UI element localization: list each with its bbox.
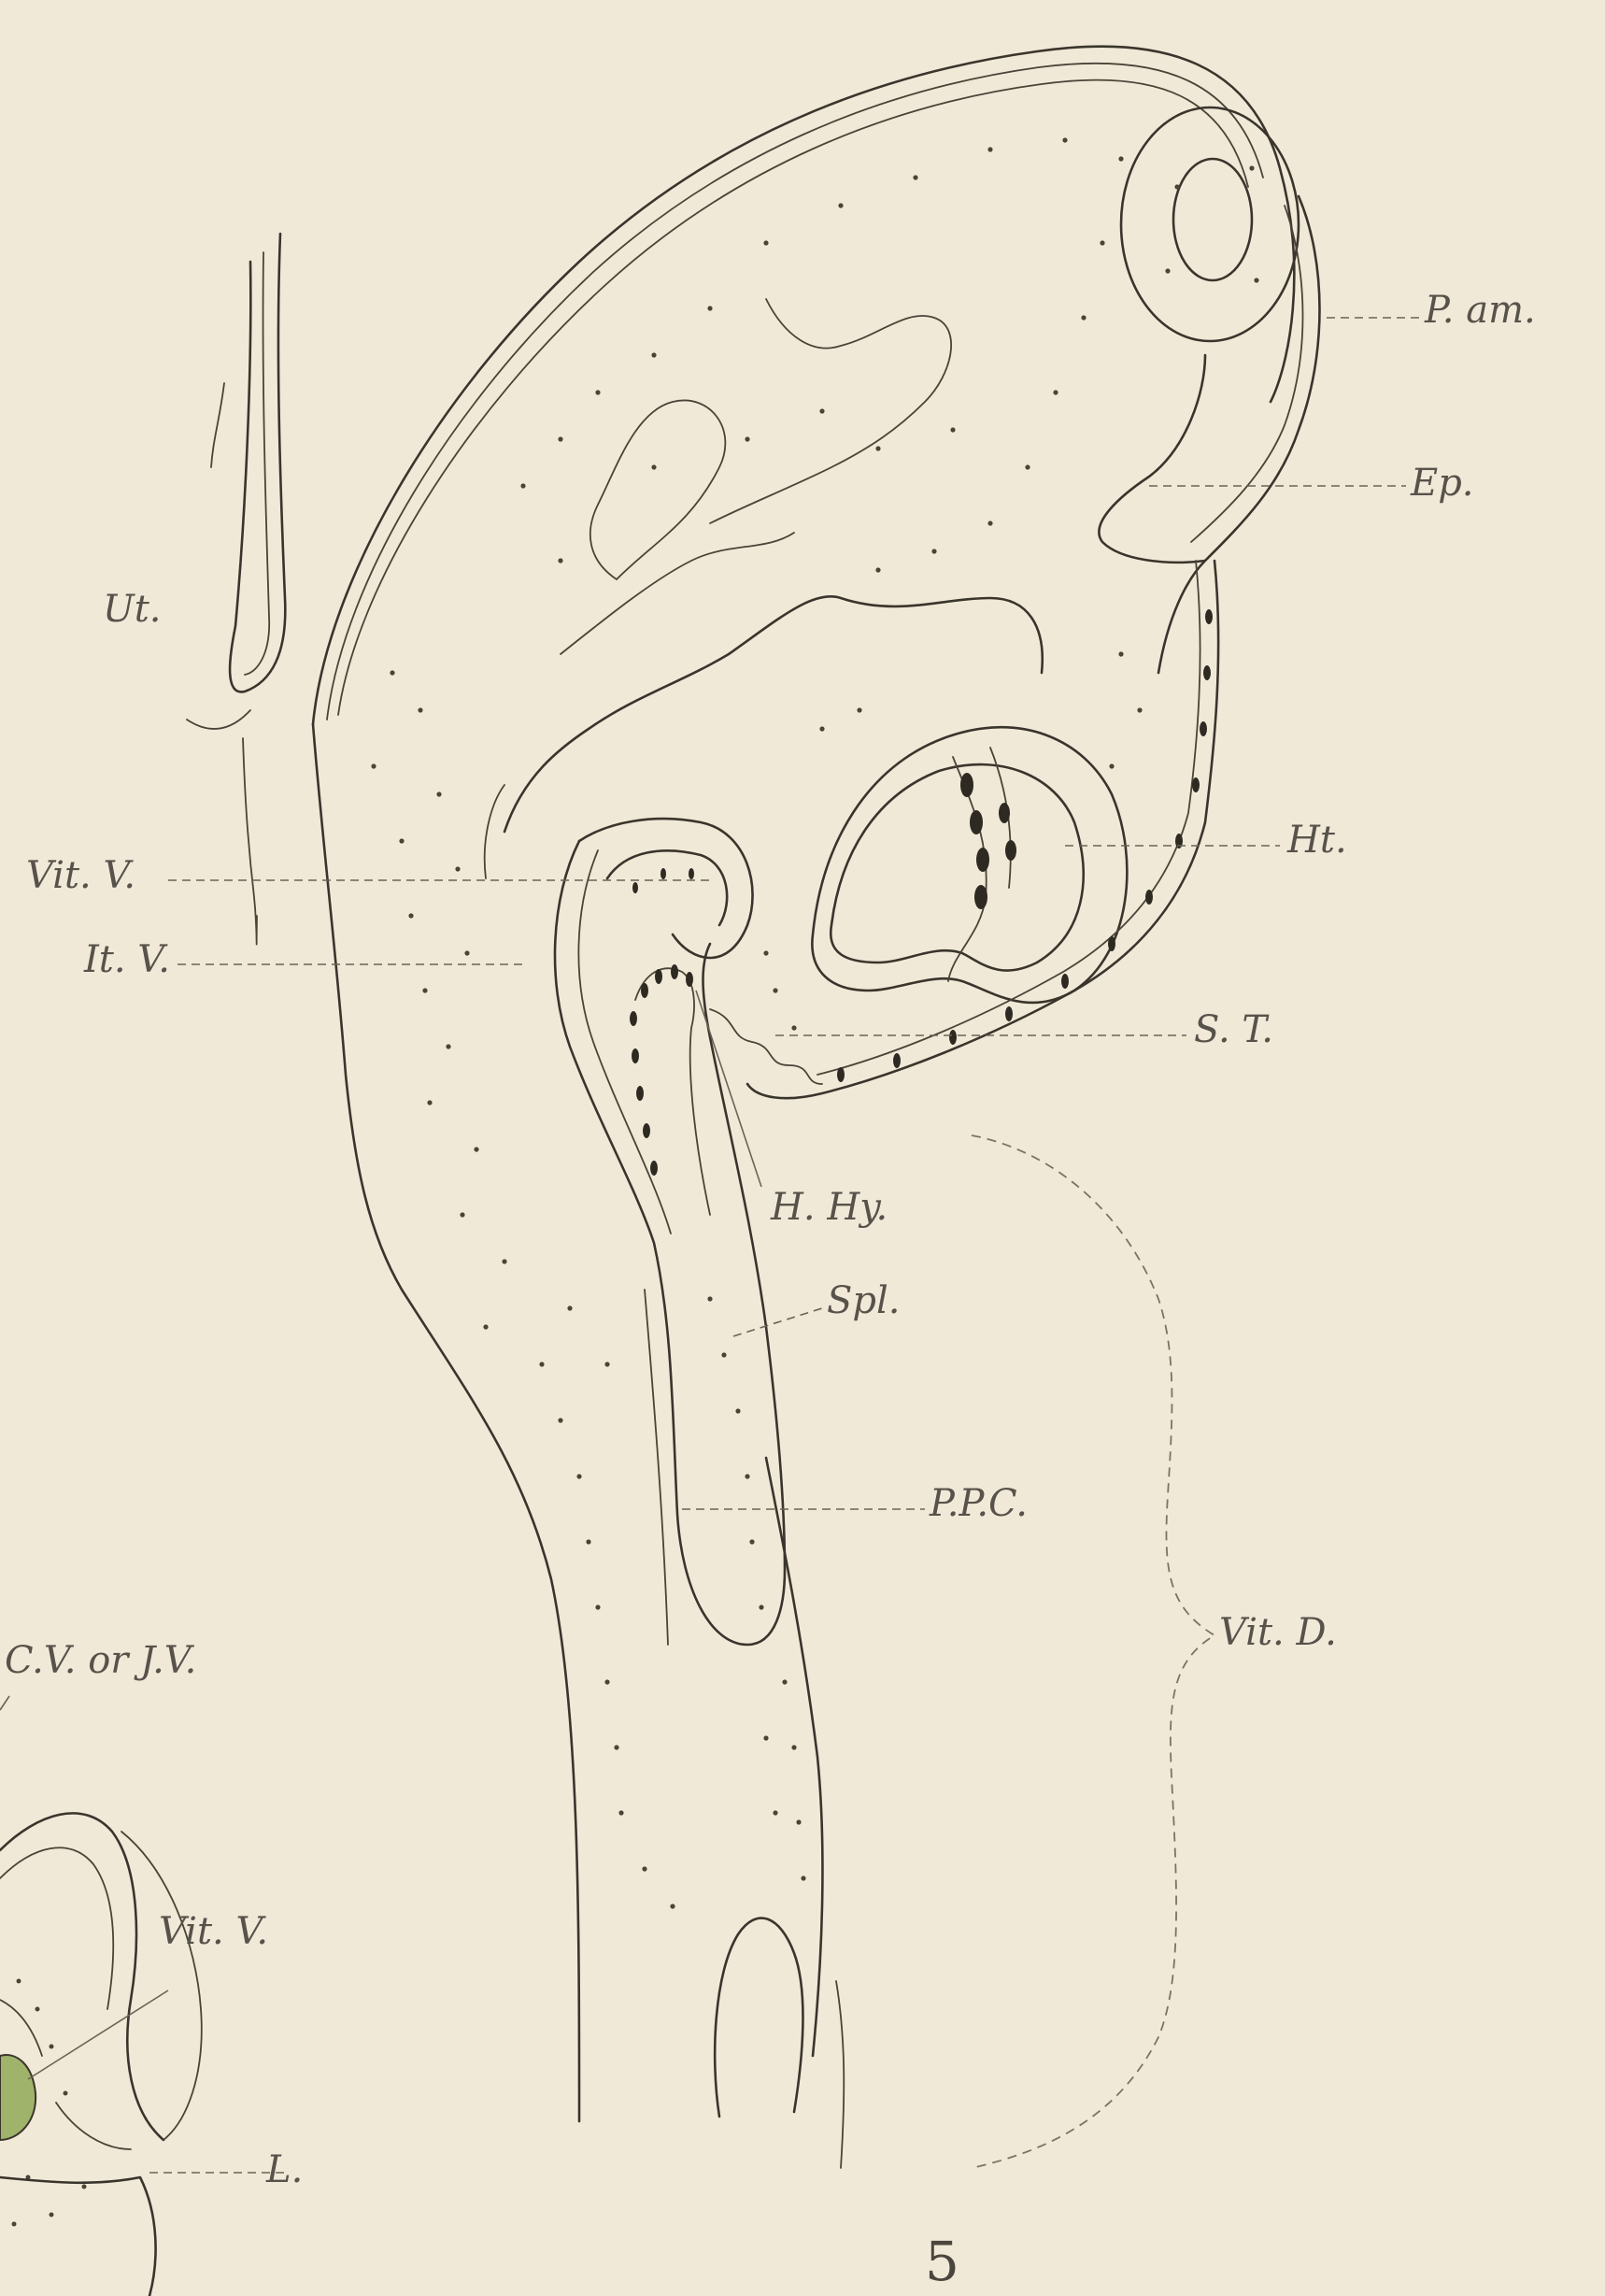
label-s-t: S. T. [1194,1008,1273,1051]
outer-membranes [313,47,1294,724]
uterine-wall [187,234,285,945]
label-h-hy: H. Hy. [770,1186,888,1229]
leader-lines [0,318,1425,2173]
label-ht: Ht. [1286,819,1347,862]
yolk-stalk [645,1290,802,2117]
vit-d-brace [972,1135,1214,2168]
labels: P. am. Ep. Ut. Ht. Vit. V. It. V. S. T. … [5,289,1536,2293]
label-p-am: P. am. [1424,289,1536,332]
brain-vesicles [561,299,951,654]
stippling [371,137,1258,1908]
leader-cv [0,1696,9,1710]
label-spl: Spl. [827,1279,901,1322]
vitelline-vein-loop [555,819,785,1645]
label-vit-d: Vit. D. [1219,1611,1337,1654]
liver-tint [0,2055,36,2140]
figure-number: 5 [925,2230,959,2293]
label-l: L. [265,2148,303,2191]
label-ppc: P.P.C. [929,1482,1028,1525]
septum-transversum [710,561,1218,1098]
embryo-body [313,596,1043,2168]
leader-vit-v-lower [28,1990,168,2079]
label-cv-or-jv: C.V. or J.V. [5,1639,196,1682]
leader-spl [733,1308,822,1336]
label-it-v: It. V. [83,938,170,981]
label-ep: Ep. [1410,462,1474,505]
label-ut: Ut. [103,588,162,631]
adjacent-figure-fragment [0,1813,202,2296]
label-vit-v-upper: Vit. V. [26,854,135,897]
label-vit-v-lower: Vit. V. [159,1910,268,1953]
